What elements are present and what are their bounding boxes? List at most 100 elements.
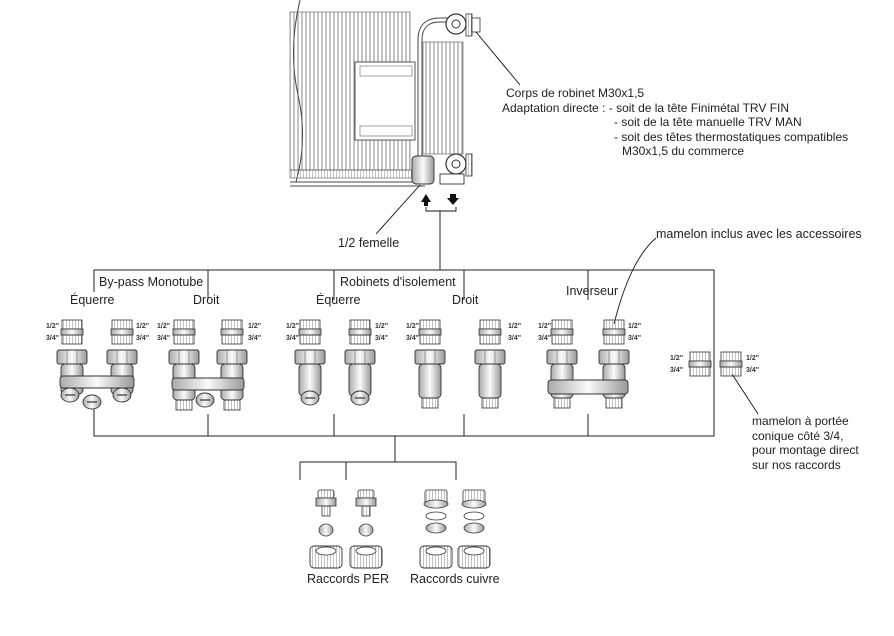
nipple-icon (60, 319, 84, 345)
size-three-quarter-label: 3/4" (136, 335, 150, 342)
nipple-thread (603, 319, 625, 330)
union-nut (546, 349, 578, 365)
union-nut (414, 349, 446, 365)
nipple-hex (172, 328, 196, 336)
nipple-thread (720, 351, 742, 362)
nipple-thread (221, 319, 243, 330)
valve-assemblies (56, 319, 630, 411)
radiator-note-line: Adaptation directe : - soit de la tête F… (502, 100, 790, 115)
subgroup-equerre-label: Équerre (70, 293, 115, 307)
size-three-quarter-label: 3/4" (628, 335, 642, 342)
radiator-note-line: - soit des têtes thermostatiques compati… (614, 129, 849, 144)
valve-tail (481, 397, 499, 409)
fitting-nut-bore (315, 546, 337, 556)
size-half-label: 1/2" (157, 323, 171, 330)
fitting-nut-bore (463, 546, 485, 556)
size-half-label: 1/2" (628, 323, 642, 330)
nipple-hex (110, 328, 134, 336)
copper-nipple (461, 499, 487, 509)
size-half-label: 1/2" (508, 323, 522, 330)
nipple-icon (348, 319, 372, 345)
subgroup-droit-label: Droit (193, 293, 220, 307)
conical-note-line: sur nos raccords (752, 457, 841, 472)
group-brackets (93, 269, 715, 480)
size-half-label: 1/2" (406, 323, 420, 330)
size-three-quarter-label: 3/4" (508, 335, 522, 342)
leader-lines (375, 31, 759, 415)
nipple-hex (602, 328, 626, 336)
radiator-note-title: Corps de robinet M30x1,5 (506, 86, 645, 100)
nipple-thread (689, 366, 711, 377)
nipple-icon (110, 319, 134, 345)
nipple-thread (419, 319, 441, 330)
per-insert (315, 497, 337, 507)
size-three-quarter-label: 3/4" (746, 367, 760, 374)
size-three-quarter-label: 3/4" (538, 335, 552, 342)
inverter-bridge (547, 379, 629, 395)
nipple-icon (719, 351, 743, 377)
size-half-label: 1/2" (670, 355, 684, 362)
nipple-thread (720, 366, 742, 377)
bypass-equerre-assembly (56, 319, 138, 410)
copper-olive (425, 522, 447, 534)
subgroup-equerre-label: Équerre (316, 293, 361, 307)
valve-tail (223, 399, 241, 411)
nipple-thread (689, 351, 711, 362)
connection-label: 1/2 femelle (338, 236, 400, 250)
per-insert (357, 489, 375, 499)
nipple-hex (719, 360, 743, 368)
conical-note-line: mamelon à portée (752, 414, 849, 428)
subgroup-droit-label: Droit (452, 293, 479, 307)
nipple-thread (479, 334, 501, 345)
valve-tail (605, 397, 623, 409)
nipple-thread (419, 334, 441, 345)
nipple-icon (220, 319, 244, 345)
nipple-thread (173, 334, 195, 345)
nipple-note: mamelon inclus avec les accessoires (656, 227, 862, 241)
nipple-icon (688, 351, 712, 377)
nipple-icon (550, 319, 574, 345)
union-nut (106, 349, 138, 365)
bypass-bridge (59, 375, 135, 389)
size-half-label: 1/2" (248, 323, 262, 330)
isolation-equerre-assembly (294, 319, 376, 406)
size-half-label: 1/2" (375, 323, 389, 330)
per-ring (318, 523, 334, 537)
size-three-quarter-label: 3/4" (375, 335, 389, 342)
inverter-assembly (546, 319, 630, 409)
nipple-thread (551, 319, 573, 330)
nipple-icon (298, 319, 322, 345)
bypass-bridge (171, 377, 245, 391)
copper-olive (463, 522, 485, 534)
size-three-quarter-label: 3/4" (406, 335, 420, 342)
radiator-note-line: M30x1,5 du commerce (622, 144, 745, 158)
nipple-thread (221, 334, 243, 345)
union-nut (56, 349, 88, 365)
size-three-quarter-label: 3/4" (286, 335, 300, 342)
size-half-label: 1/2" (286, 323, 300, 330)
per-fittings-label: Raccords PER (307, 572, 389, 586)
group-inverter-label: Inverseur (566, 284, 619, 298)
size-three-quarter-label: 3/4" (670, 367, 684, 374)
per-ring (358, 523, 374, 537)
fitting-nut-bore (355, 546, 377, 556)
radiator (289, 0, 481, 206)
fitting-parts (309, 489, 491, 569)
nipple-thread (349, 319, 371, 330)
size-half-label: 1/2" (136, 323, 150, 330)
nipple-icon (418, 319, 442, 345)
copper-ring (425, 511, 447, 521)
nipple-thread (61, 334, 83, 345)
bypass-droit-assembly (168, 319, 248, 411)
copper-fittings-label: Raccords cuivre (410, 572, 500, 586)
nipple-thread (551, 334, 573, 345)
nipple-icon (172, 319, 196, 345)
union-nut (216, 349, 248, 365)
conical-note-line: pour montage direct (752, 443, 859, 457)
union-nut (598, 349, 630, 365)
size-three-quarter-label: 3/4" (157, 335, 171, 342)
union-nut (344, 349, 376, 365)
size-half-label: 1/2" (538, 323, 552, 330)
nipple-hex (550, 328, 574, 336)
